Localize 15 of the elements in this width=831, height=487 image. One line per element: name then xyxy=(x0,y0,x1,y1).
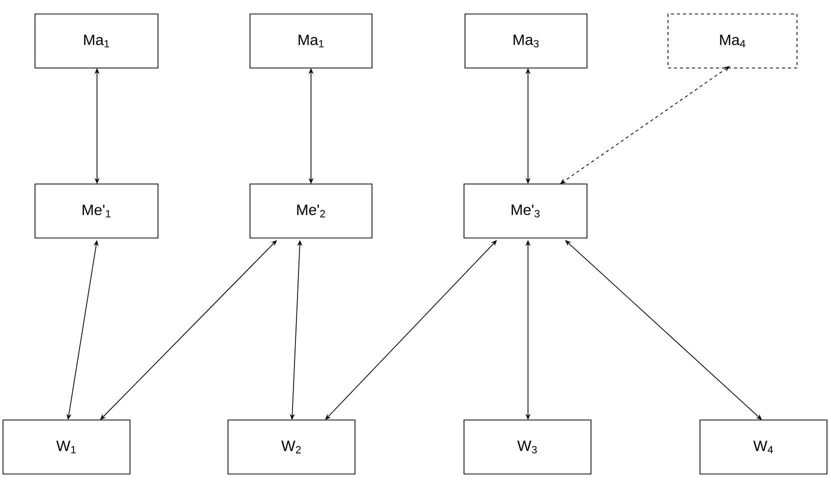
process-box: W$_{4}$ xyxy=(700,420,828,474)
arrow xyxy=(325,240,497,420)
process-box: W$_{1}$ xyxy=(2,420,130,474)
arrow xyxy=(100,240,277,420)
process-box: Me'$_{2}$ xyxy=(250,184,372,238)
process-box: Ma$_{1}$ xyxy=(34,14,158,68)
process-box: W$_{2}$ xyxy=(228,420,356,474)
arrow xyxy=(560,66,730,184)
process-box: Ma$_{4}$ xyxy=(668,14,798,68)
process-box: Me'$_{3}$ xyxy=(464,184,588,238)
process-box: Ma$_{3}$ xyxy=(464,14,588,68)
process-box: Me'$_{1}$ xyxy=(34,184,158,238)
process-box: W$_{3}$ xyxy=(464,420,592,474)
process-box: Ma$_{1}$ xyxy=(250,14,372,68)
arrow xyxy=(565,240,762,420)
